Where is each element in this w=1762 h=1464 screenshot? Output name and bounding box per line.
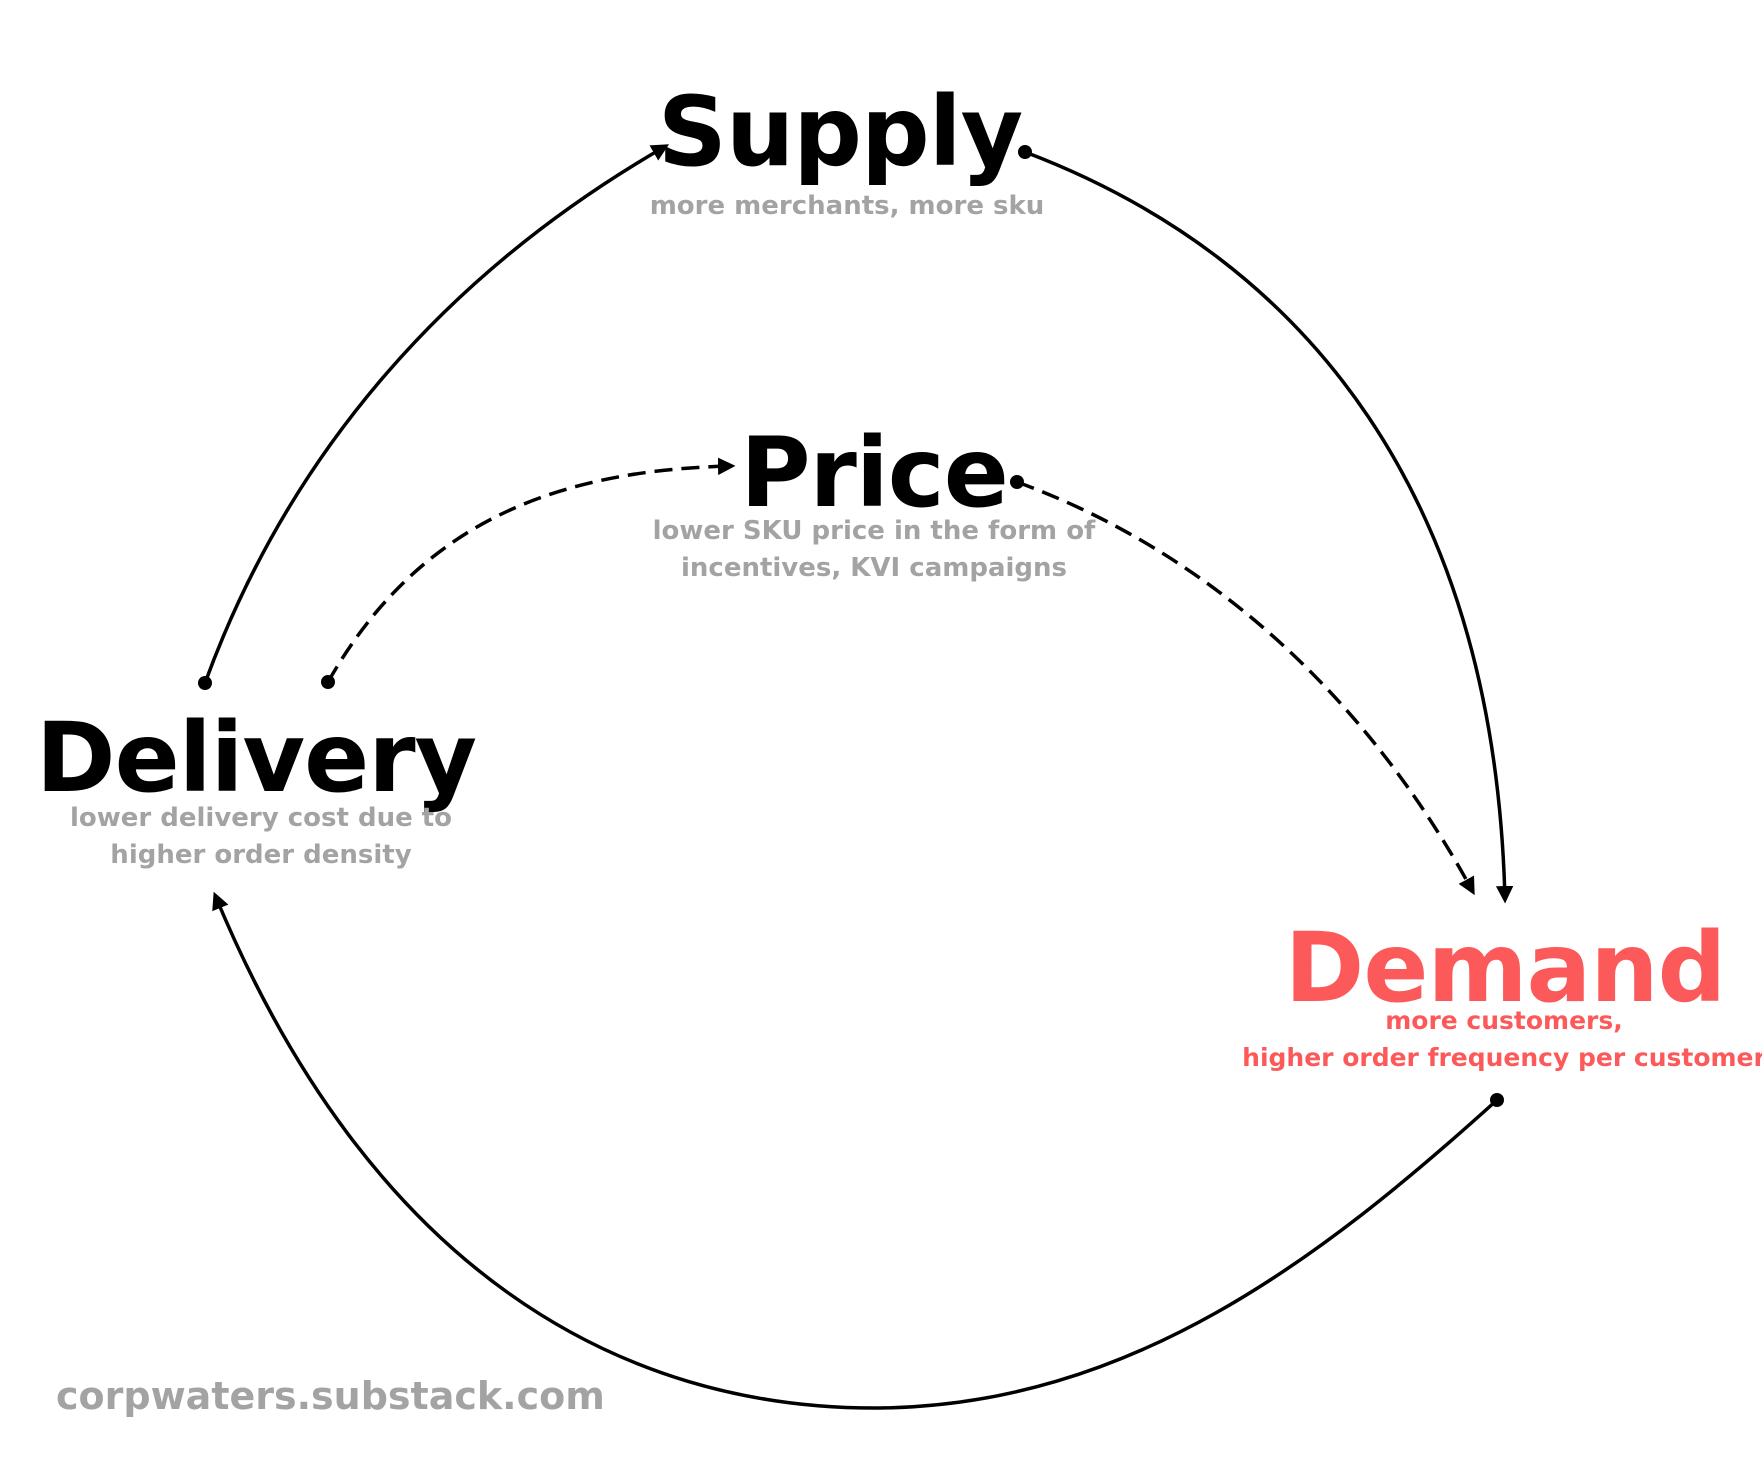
edge-supply-to-demand-start-dot <box>1018 145 1032 159</box>
node-demand-subtitle: more customers, higher order frequency p… <box>1242 1002 1762 1076</box>
source-credit: corpwaters.substack.com <box>56 1374 605 1418</box>
node-demand-title: Demand <box>1284 912 1727 1024</box>
node-demand-subtitle-line-2: higher order frequency per customer <box>1242 1043 1762 1072</box>
node-demand-subtitle-line-1: more customers, <box>1385 1006 1623 1035</box>
edge-price-to-demand <box>1016 480 1475 896</box>
edge-delivery-to-supply-start-dot <box>198 676 212 690</box>
node-delivery-title: Delivery <box>35 702 477 814</box>
edge-delivery-to-price-start-dot <box>321 675 335 689</box>
edge-price-to-demand-start-dot <box>1010 475 1024 489</box>
node-price-subtitle-line-1: lower SKU price in the form of <box>652 516 1096 546</box>
edge-demand-to-delivery-start-dot <box>1490 1093 1504 1107</box>
edge-demand-to-delivery <box>212 891 1499 1410</box>
edge-supply-to-demand <box>1024 150 1514 904</box>
node-price-subtitle: lower SKU price in the form of incentive… <box>653 513 1096 587</box>
node-delivery-subtitle-line-2: higher order density <box>110 840 412 870</box>
node-delivery-subtitle-line-1: lower delivery cost due to <box>69 803 453 833</box>
edge-delivery-to-price <box>326 457 736 683</box>
node-price-title: Price <box>740 417 1009 529</box>
edge-delivery-to-supply <box>203 144 670 684</box>
node-supply-subtitle: more merchants, more sku <box>649 191 1045 221</box>
node-delivery-subtitle: lower delivery cost due to higher order … <box>70 800 452 874</box>
node-supply-title: Supply <box>657 76 1023 188</box>
node-price-subtitle-line-2: incentives, KVI campaigns <box>680 553 1067 583</box>
